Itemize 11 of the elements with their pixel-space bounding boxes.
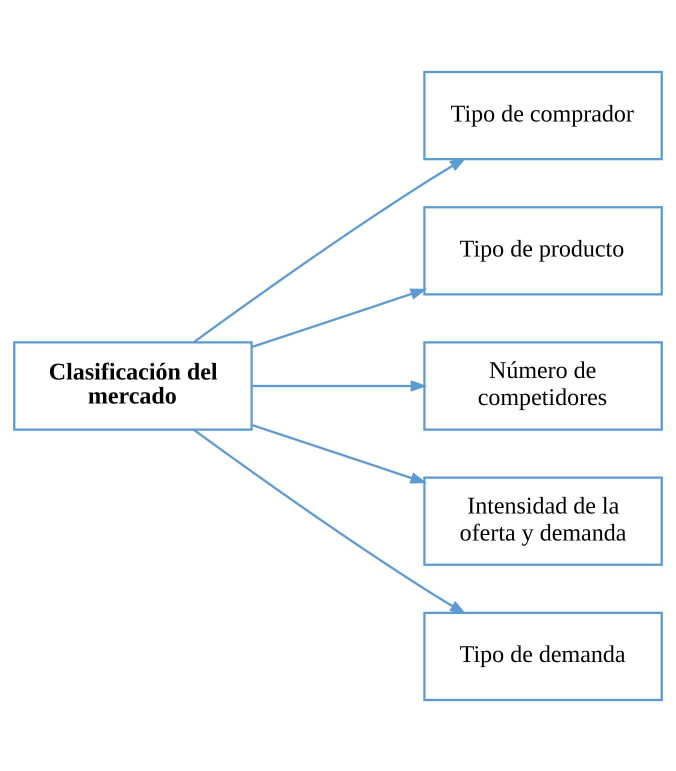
arrow bbox=[251, 423, 427, 483]
node-box: Número de competidores bbox=[423, 340, 663, 430]
node-box: Intensidad de la oferta y demanda bbox=[423, 476, 663, 566]
node-box: Tipo de comprador bbox=[423, 70, 663, 160]
node-box: Clasificación del mercado bbox=[13, 340, 253, 430]
arrow bbox=[193, 157, 466, 343]
arrow bbox=[193, 428, 466, 614]
arrow bbox=[251, 288, 427, 348]
node-box: Tipo de demanda bbox=[423, 611, 663, 701]
arrow bbox=[252, 380, 428, 392]
node-box: Tipo de producto bbox=[423, 206, 663, 295]
